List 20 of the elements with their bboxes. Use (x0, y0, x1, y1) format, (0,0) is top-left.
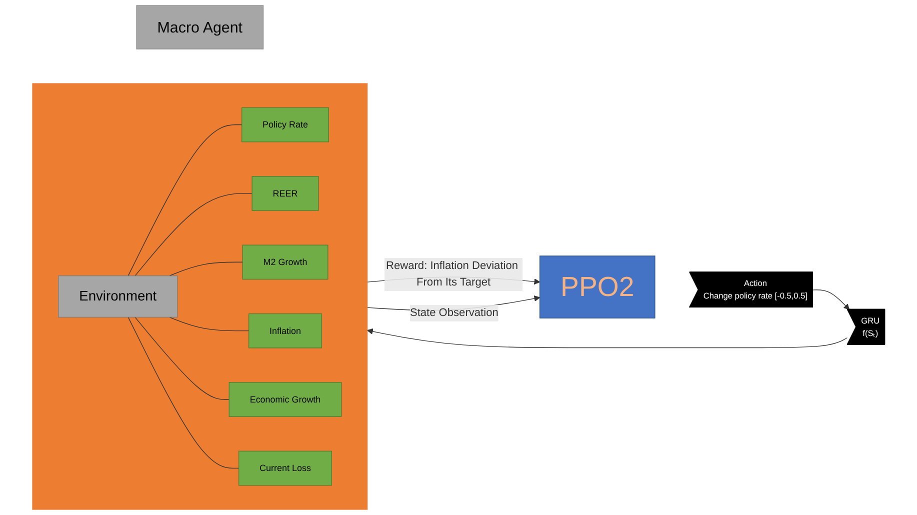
node-box: Inflation (248, 313, 322, 348)
connector (168, 262, 243, 276)
node-box: REER (252, 176, 319, 211)
edge-label: State Observation (410, 306, 498, 319)
node-box: Policy Rate (241, 107, 329, 142)
edge-label: Reward: Inflation Deviation From Its Target (386, 260, 518, 288)
node-box: Economic Growth (228, 382, 342, 417)
connector (128, 316, 240, 469)
node-box: Current Loss (238, 450, 332, 486)
node-box: Environment (58, 275, 178, 318)
connector (128, 124, 242, 276)
connector (134, 316, 230, 400)
node-box: PPO2 (539, 256, 656, 318)
connector (134, 193, 252, 276)
connector (168, 316, 249, 332)
arrow (812, 290, 850, 310)
cluster (32, 83, 368, 510)
node-box: M2 Growth (242, 244, 328, 280)
arrow (366, 328, 848, 348)
node-box: Macro Agent (136, 5, 264, 50)
